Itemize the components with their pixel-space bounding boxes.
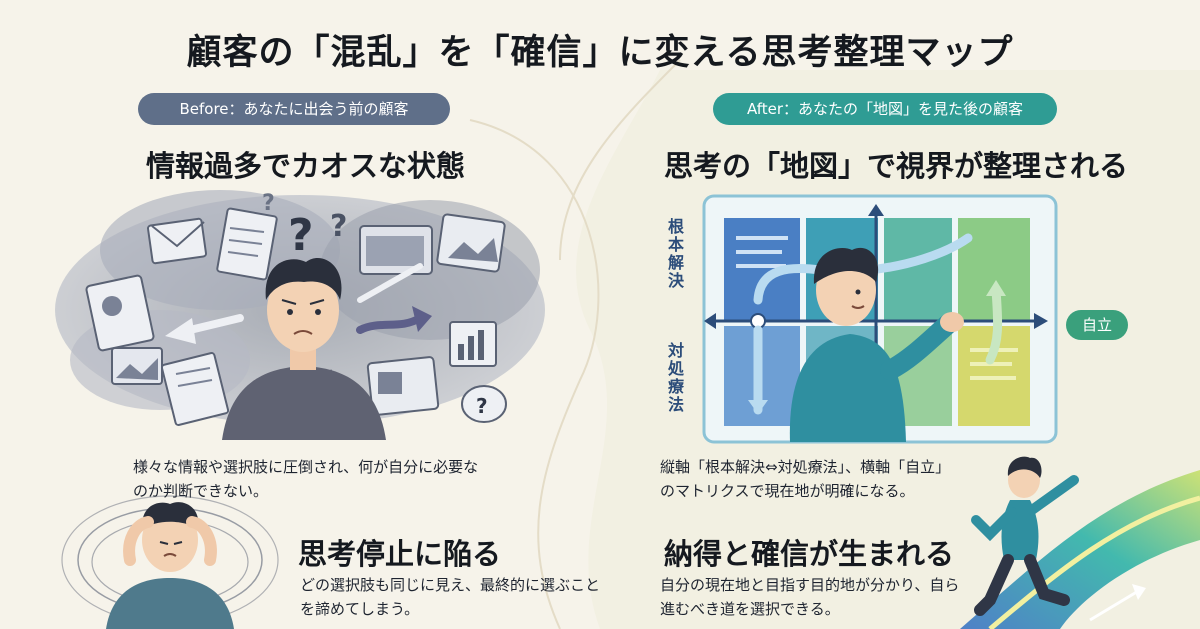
image-card-icon xyxy=(436,213,506,273)
document-icon xyxy=(85,274,155,352)
before-sub-description: どの選択肢も同じに見え、最終的に選ぶことを諦めてしまう。 xyxy=(300,576,601,618)
confused-person-illustration xyxy=(222,258,386,440)
after-sub-heading: 納得と確信が生まれる xyxy=(664,537,955,571)
envelope-icon xyxy=(147,217,207,265)
svg-text:?: ? xyxy=(262,191,275,216)
after-sub-description: 自分の現在地と目指す目的地が分かり、自ら進むべき道を選択できる。 xyxy=(660,576,960,618)
chart-card-icon xyxy=(449,321,497,367)
speech-bubble-icon: ? xyxy=(461,385,507,423)
image-card-icon xyxy=(111,347,163,385)
svg-text:?: ? xyxy=(288,210,314,261)
axis-label-bottom: 対処療法 xyxy=(665,342,684,414)
after-description: 縦軸「根本解決⇔対処療法」、横軸「自立」のマトリクスで現在地が明確になる。 xyxy=(660,458,951,500)
axis-label-right-badge: 自立 xyxy=(1066,310,1128,340)
presenter-person-illustration xyxy=(789,247,964,442)
road-to-destination-illustration xyxy=(960,470,1200,629)
page-title: 顧客の「混乱」を「確信」に変える思考整理マップ xyxy=(186,33,1014,73)
document-icon xyxy=(160,352,230,426)
before-sub-heading: 思考停止に陥る xyxy=(298,537,502,571)
stressed-person-illustration xyxy=(61,495,279,629)
axis-label-top: 根本解決 xyxy=(665,218,684,290)
document-icon xyxy=(216,207,278,281)
running-person-illustration xyxy=(971,456,1079,616)
thinking-map-matrix xyxy=(702,194,1058,444)
chaos-cloud-illustration: ? ? ? xyxy=(55,190,545,440)
after-heading: 思考の「地図」で視界が整理される xyxy=(664,149,1129,183)
before-description: 様々な情報や選択肢に圧倒され、何が自分に必要なのか判断できない。 xyxy=(133,458,479,500)
question-mark-icon: ? ? ? xyxy=(262,191,347,261)
svg-text:?: ? xyxy=(476,394,488,418)
browser-window-icon xyxy=(366,356,440,416)
svg-text:?: ? xyxy=(330,209,347,244)
browser-window-icon xyxy=(359,225,433,275)
before-label-pill: Before：あなたに出会う前の顧客 xyxy=(138,93,450,125)
before-heading: 情報過多でカオスな状態 xyxy=(146,149,466,183)
after-label-pill: After：あなたの「地図」を見た後の顧客 xyxy=(713,93,1057,125)
